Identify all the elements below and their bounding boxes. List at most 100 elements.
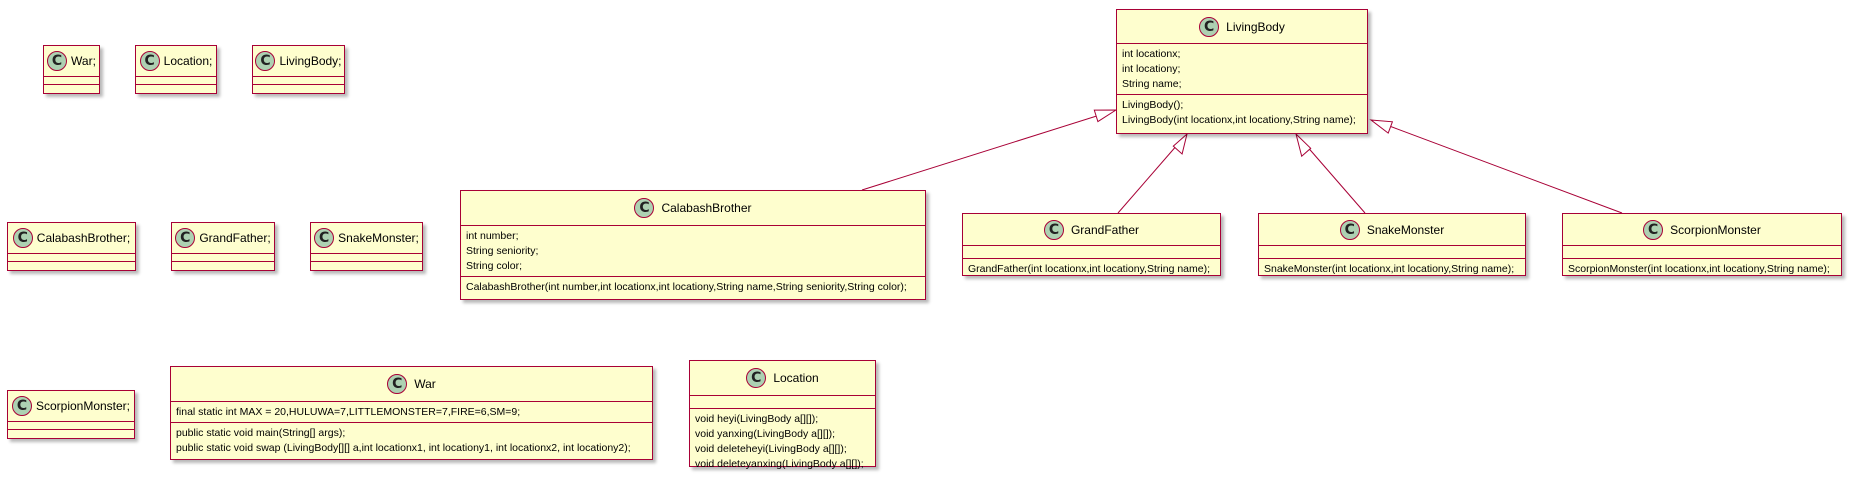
fields-section (690, 395, 875, 408)
class-stereotype-icon: C (175, 228, 196, 248)
methods-section: SnakeMonster(int locationx,int locationy… (1259, 258, 1525, 279)
method: void yanxing(LivingBody a[][]); (695, 428, 836, 440)
fields-section: final static int MAX = 20,HULUWA=7,LITTL… (171, 401, 652, 422)
class-stereotype-icon: C (1043, 219, 1064, 240)
field: String color; (466, 260, 523, 272)
methods-section (172, 261, 274, 269)
methods-section: ScorpionMonster(int locationx,int locati… (1563, 258, 1841, 279)
inheritance-snakemonster (1295, 132, 1366, 214)
class-stereotype-icon: C (634, 198, 655, 218)
methods-section (44, 84, 99, 92)
class-stereotype-icon: C (1339, 219, 1360, 240)
method: LivingBody(); (1122, 99, 1184, 111)
class-name: GrandFather (1070, 222, 1140, 237)
method: public static void swap (LivingBody[][] … (176, 442, 631, 454)
class-stereotype-icon: C (47, 51, 68, 71)
field: int locationx; (1122, 48, 1181, 60)
fields-section (172, 253, 274, 261)
inheritance-scorpionmonster (1369, 119, 1623, 214)
fields-section (44, 76, 99, 84)
class-name: GrandFather; (199, 231, 271, 245)
fields-section (1259, 245, 1525, 258)
class-name: ScorpionMonster (1670, 222, 1761, 237)
class-name: War (414, 377, 436, 391)
class-stereotype-icon: C (746, 368, 767, 388)
hollow-arrowhead (1295, 132, 1312, 158)
method: LivingBody(int locationx,int locationy,S… (1122, 114, 1356, 126)
methods-section: LivingBody(); LivingBody(int locationx,i… (1117, 94, 1367, 130)
inheritance-grandfather (1117, 132, 1188, 214)
class-calabashbrother[interactable]: C CalabashBrother int number; String seni… (460, 190, 926, 300)
class-stereotype-icon: C (255, 51, 276, 71)
method: void deleteyanxing(LivingBody a[][]); (695, 458, 864, 470)
fields-section (311, 253, 422, 261)
class-name: Location (773, 371, 819, 385)
class-stereotype-icon: C (12, 228, 33, 248)
methods-section (136, 84, 216, 92)
class-location[interactable]: C Location void heyi(LivingBody a[][]); v… (689, 360, 876, 470)
hollow-arrowhead (1093, 109, 1118, 123)
fields-section (1563, 245, 1841, 258)
class-name: CalabashBrother (661, 201, 752, 215)
edge-line (1304, 143, 1366, 214)
edge-line (1117, 143, 1179, 214)
class-stereotype-icon: C (139, 51, 160, 71)
methods-section (253, 84, 344, 92)
class-stereotype-icon: C (1199, 16, 1220, 37)
fields-section: int number; String seniority; String col… (461, 225, 925, 276)
fields-section (8, 253, 135, 261)
class-scorpionmonster[interactable]: C ScorpionMonster ScorpionMonster(int loc… (1562, 213, 1842, 276)
class-name: LivingBody; (279, 54, 342, 68)
class-livingbody[interactable]: C LivingBody int locationx; int locationy… (1116, 9, 1368, 134)
class-name: LivingBody (1226, 19, 1285, 34)
class-name: SnakeMonster; (338, 231, 419, 245)
edge-line (1383, 123, 1623, 214)
methods-section: CalabashBrother(int number,int locationx… (461, 276, 925, 297)
method: CalabashBrother(int number,int locationx… (466, 281, 907, 293)
method: void heyi(LivingBody a[][]); (695, 413, 819, 425)
methods-section (311, 261, 422, 269)
class-stereotype-icon: C (11, 396, 32, 416)
class-stereotype-icon: C (387, 374, 408, 394)
hollow-arrowhead (1369, 119, 1394, 134)
class-snakemonster[interactable]: C SnakeMonster SnakeMonster(int locationx… (1258, 213, 1526, 276)
field: final static int MAX = 20,HULUWA=7,LITTL… (176, 406, 521, 418)
hollow-arrowhead (1172, 132, 1188, 155)
methods-section: public static void main(String[] args); … (171, 422, 652, 458)
methods-section (8, 429, 134, 437)
field: String seniority; (466, 245, 539, 257)
method: void deleteheyi(LivingBody a[][]); (695, 443, 847, 455)
class-name: War; (71, 54, 96, 68)
edge-line (861, 113, 1104, 191)
class-grandfather[interactable]: C GrandFather GrandFather(int locationx,i… (962, 213, 1221, 276)
class-name: ScorpionMonster; (35, 399, 131, 413)
class-name: SnakeMonster (1366, 222, 1445, 237)
class-stereotype-icon: C (314, 228, 335, 248)
fields-section (136, 76, 216, 84)
class-name: Location; (163, 54, 213, 68)
method: ScorpionMonster(int locationx,int locati… (1568, 263, 1830, 275)
field: int number; (466, 230, 519, 242)
fields-section (8, 421, 134, 429)
methods-section (8, 261, 135, 269)
field: int locationy; (1122, 63, 1181, 75)
methods-section: void heyi(LivingBody a[][]); void yanxin… (690, 408, 875, 474)
field: String name; (1122, 78, 1182, 90)
methods-section: GrandFather(int locationx,int locationy,… (963, 258, 1220, 279)
fields-section (963, 245, 1220, 258)
class-name: CalabashBrother; (36, 231, 131, 245)
method: GrandFather(int locationx,int locationy,… (968, 263, 1211, 275)
fields-section (253, 76, 344, 84)
class-stereotype-icon: C (1643, 219, 1664, 240)
class-war[interactable]: C War final static int MAX = 20,HULUWA=7,… (170, 366, 653, 460)
method: public static void main(String[] args); (176, 427, 346, 439)
fields-section: int locationx; int locationy; String nam… (1117, 43, 1367, 94)
